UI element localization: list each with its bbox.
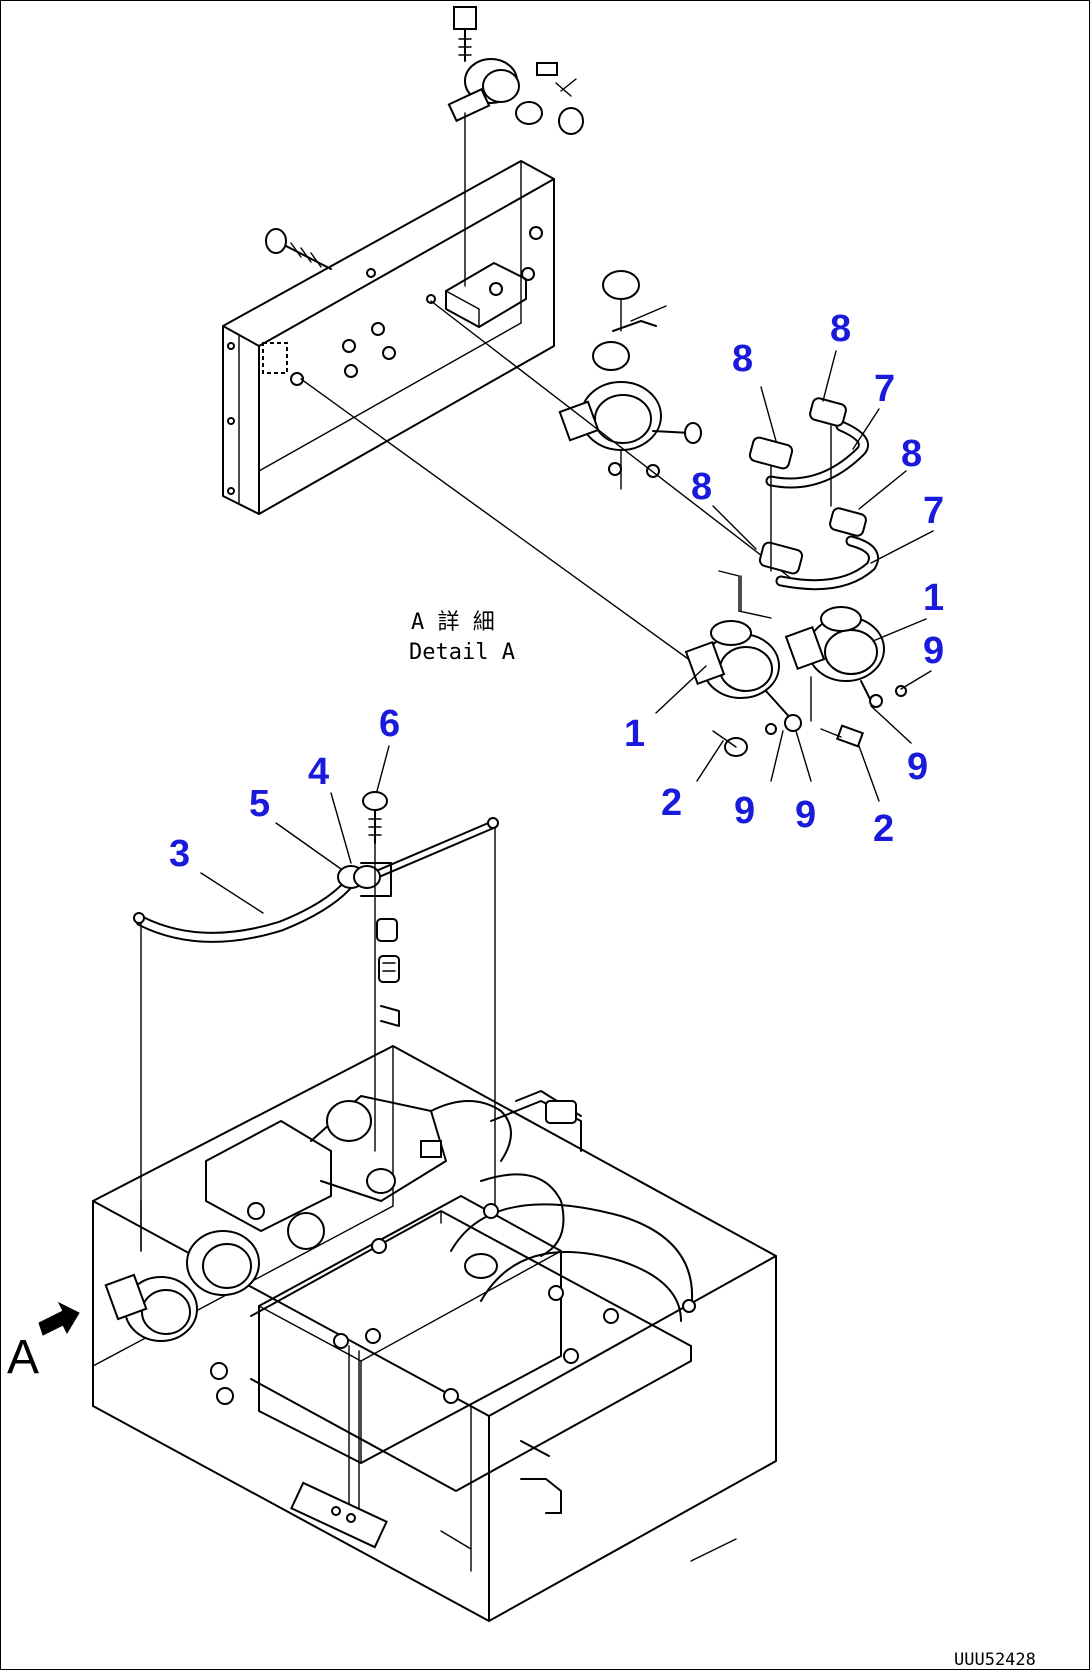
callout-8[interactable]: 8 — [732, 338, 753, 380]
relay-left — [684, 620, 802, 757]
callout-8[interactable]: 8 — [691, 466, 712, 508]
callout-6[interactable]: 6 — [379, 703, 400, 745]
terminal-cover — [829, 507, 867, 537]
callout-1[interactable]: 1 — [624, 713, 645, 755]
callout-2[interactable]: 2 — [873, 808, 894, 850]
lower-callout-leaders — [200, 745, 390, 914]
battery-box-edge — [488, 1255, 777, 1417]
view-letter: A — [7, 1331, 39, 1384]
detail-caption: A 詳 細 Detail A — [409, 610, 515, 665]
relay-right — [784, 606, 907, 748]
top-solenoid-group — [447, 6, 584, 135]
detail-label-jp: A 詳 細 — [411, 610, 495, 635]
detail-box-edge — [222, 325, 260, 347]
battery-box-outline — [92, 1045, 777, 1622]
box-mid-components — [205, 1090, 696, 1405]
callout-9[interactable]: 9 — [923, 630, 944, 672]
detail-a-assembly — [222, 6, 802, 662]
callout-8[interactable]: 8 — [830, 308, 851, 350]
callout-3[interactable]: 3 — [169, 833, 190, 875]
terminal-cover — [758, 541, 804, 575]
center-relay-group — [558, 270, 702, 490]
callout-5[interactable]: 5 — [249, 783, 270, 825]
callout-1[interactable]: 1 — [923, 577, 944, 619]
callout-8[interactable]: 8 — [901, 433, 922, 475]
callout-7[interactable]: 7 — [923, 490, 944, 532]
detail-relays — [684, 397, 907, 757]
callout-7[interactable]: 7 — [874, 368, 895, 410]
view-arrow-a: A — [7, 1301, 80, 1384]
box-relay-cluster — [104, 1200, 325, 1342]
drawing-code: UUU52428 — [954, 1650, 1036, 1670]
dashed-bracket — [262, 342, 288, 374]
detail-box-edge — [258, 178, 555, 347]
callout-leaders — [655, 350, 934, 802]
battery-wire-assembly — [92, 791, 777, 1622]
detail-box-floor — [258, 322, 522, 472]
leader-line — [430, 300, 802, 587]
callout-9[interactable]: 9 — [734, 790, 755, 832]
callout-4[interactable]: 4 — [308, 751, 329, 793]
callout-9[interactable]: 9 — [907, 746, 928, 788]
terminal-cover — [748, 436, 794, 470]
battery-box-edge — [92, 1200, 490, 1417]
callout-2[interactable]: 2 — [661, 782, 682, 824]
leader-line — [300, 378, 692, 662]
side-bolt — [265, 228, 376, 278]
detail-label-en: Detail A — [409, 640, 515, 665]
callout-9[interactable]: 9 — [795, 794, 816, 836]
terminal-cover — [809, 397, 847, 427]
view-arrow-icon — [38, 1301, 80, 1336]
callout-numbers: 8 8 7 8 8 7 1 9 1 9 2 9 9 2 6 4 5 3 — [169, 308, 944, 875]
